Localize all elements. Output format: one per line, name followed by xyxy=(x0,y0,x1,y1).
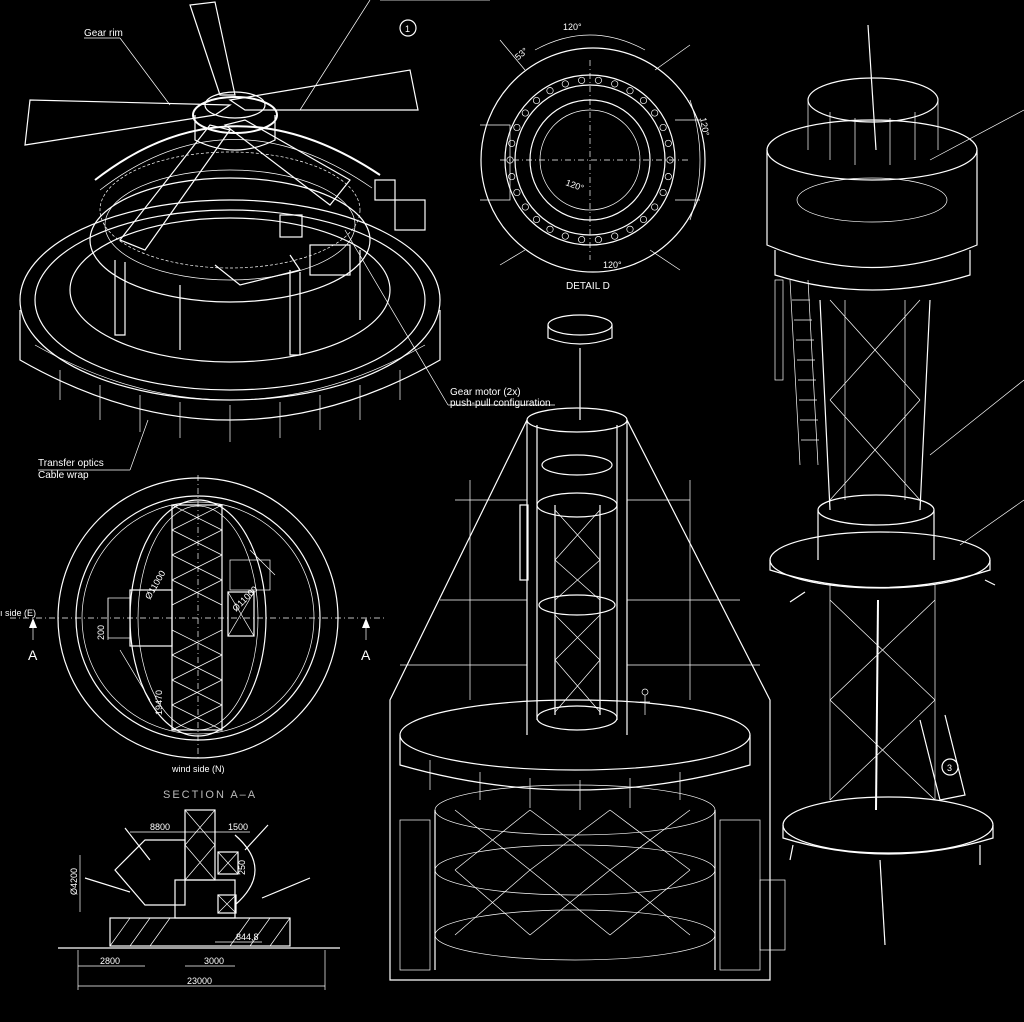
circle-callout-icon xyxy=(941,758,959,776)
wind-side-label: wind side (N) xyxy=(171,764,225,774)
transfer-optics-label-1: Transfer optics xyxy=(38,458,104,469)
dim-844: 844,8 xyxy=(236,932,259,942)
tower-view xyxy=(766,24,1024,946)
gear-motor-label-2: push-pull configuration xyxy=(450,398,551,409)
angle-center: 120° xyxy=(564,177,585,193)
bolt-hole xyxy=(508,173,516,181)
angle-top: 120° xyxy=(563,22,582,32)
bolt-hole xyxy=(664,139,672,147)
callout-1: 1 xyxy=(299,0,490,111)
dim-length: 19470 xyxy=(154,690,164,715)
section-aa-title: SECTION A–A xyxy=(163,789,257,801)
callout-3: 3 xyxy=(941,758,959,776)
section-aa-view: SECTION A–A 8800 1500 Ø4200 250 844,8 28… xyxy=(58,789,340,990)
bolt-hole xyxy=(626,87,634,95)
section-mark-a-left: A xyxy=(28,647,38,663)
bolt-hole xyxy=(651,203,659,211)
bolt-hole xyxy=(578,236,586,244)
bolt-hole xyxy=(561,80,569,88)
bolt-hole xyxy=(651,109,659,117)
angle-right: 120° xyxy=(698,117,711,137)
dim-dia-outer: Ø11000 xyxy=(143,569,167,601)
bolt-hole xyxy=(659,123,667,132)
dim-250: 250 xyxy=(237,860,247,875)
dim-2800: 2800 xyxy=(100,956,120,966)
bolt-hole xyxy=(659,188,667,197)
dim-8800: 8800 xyxy=(150,822,170,832)
bolt-hole xyxy=(532,215,541,224)
enclosure-cutaway-view xyxy=(389,314,786,981)
bolt-hole xyxy=(521,203,529,211)
gear-motor-leader: Gear motor (2x) push-pull configuration xyxy=(344,229,555,409)
bolt-hole xyxy=(611,80,619,88)
bolt-hole xyxy=(508,139,516,147)
dim-offset: 200 xyxy=(96,625,106,640)
bolt-hole xyxy=(611,232,619,240)
dim-dia-inner: Ø11000 xyxy=(230,584,259,613)
bolt-hole xyxy=(546,225,554,233)
bolt-hole xyxy=(594,236,602,244)
bolt-hole xyxy=(521,109,529,117)
side-e-label: ı side (E) xyxy=(0,608,36,618)
gear-rim-leader: Gear rim xyxy=(84,28,171,106)
angle-bottom: 120° xyxy=(603,260,622,270)
dim-4200: Ø4200 xyxy=(69,868,79,895)
plan-view: A A ı side (E) wind side (N) 200 19470 Ø… xyxy=(0,475,385,774)
bolt-hole xyxy=(513,123,521,132)
gear-rim-label: Gear rim xyxy=(84,28,123,39)
bolt-hole xyxy=(513,188,521,197)
bolt-hole xyxy=(532,96,541,105)
bolt-hole xyxy=(639,96,648,105)
bolt-hole xyxy=(561,232,569,240)
detail-d-view: 120° 53° 120° 120° 120° DETAIL D xyxy=(480,22,711,292)
dim-1500: 1500 xyxy=(228,822,248,832)
detail-d-title: DETAIL D xyxy=(566,281,610,292)
gear-motor-label-1: Gear motor (2x) xyxy=(450,387,521,398)
bolt-hole xyxy=(626,225,634,233)
section-mark-a-right: A xyxy=(361,647,371,663)
bolt-hole xyxy=(546,87,554,95)
up-arrow-icon xyxy=(29,618,37,628)
callout-1-label: 1 xyxy=(405,24,410,34)
dim-23000: 23000 xyxy=(187,976,212,986)
transfer-optics-leader: Transfer optics Cable wrap xyxy=(38,419,149,481)
transfer-optics-label-2: Cable wrap xyxy=(38,470,89,481)
callout-3-label: 3 xyxy=(947,763,952,773)
bolt-hole xyxy=(594,76,602,84)
angle-top-left: 53° xyxy=(513,45,530,62)
dim-3000: 3000 xyxy=(204,956,224,966)
bolt-hole xyxy=(639,215,648,224)
bolt-hole xyxy=(578,76,586,84)
circle-callout-icon xyxy=(399,19,417,37)
bolt-hole xyxy=(664,173,672,181)
rotating-platform-view xyxy=(19,1,441,442)
up-arrow-icon xyxy=(362,618,370,628)
